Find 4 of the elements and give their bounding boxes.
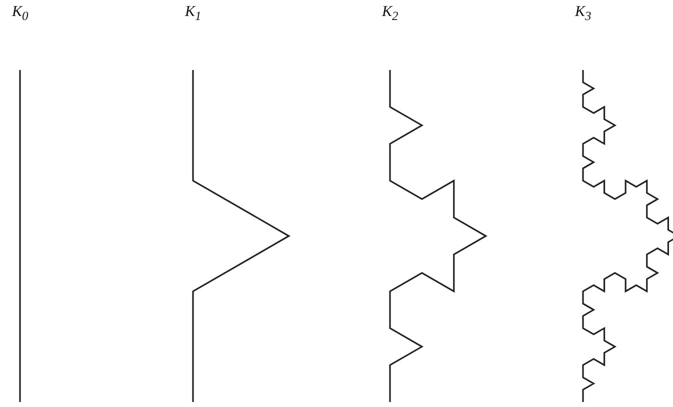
iteration-label: K$_{2}$ bbox=[382, 4, 398, 24]
iteration-label: K$_{0}$ bbox=[12, 4, 28, 24]
iteration-label: K$_{3}$ bbox=[575, 4, 592, 24]
iteration-label: K$_{1}$ bbox=[185, 4, 202, 24]
